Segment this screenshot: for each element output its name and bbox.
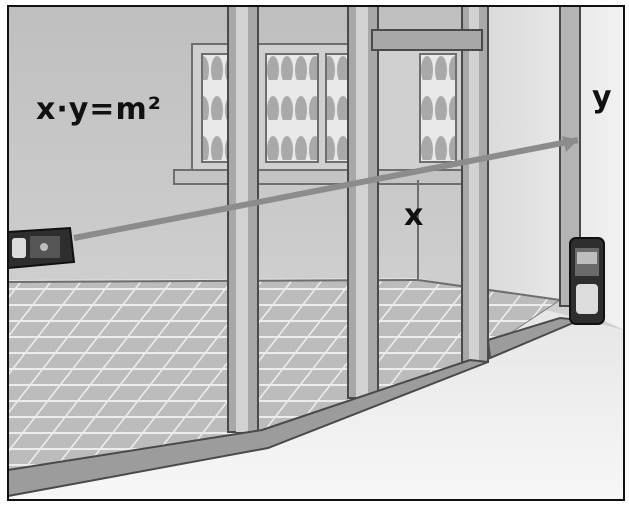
laser-distance-meter-right-icon xyxy=(570,238,604,324)
y-dimension-label: y xyxy=(592,80,612,115)
laser-distance-meter-left-icon xyxy=(8,228,74,268)
x-dimension-label: x xyxy=(404,198,423,233)
window xyxy=(174,44,466,184)
area-formula-label: x·y=m² xyxy=(36,92,162,127)
